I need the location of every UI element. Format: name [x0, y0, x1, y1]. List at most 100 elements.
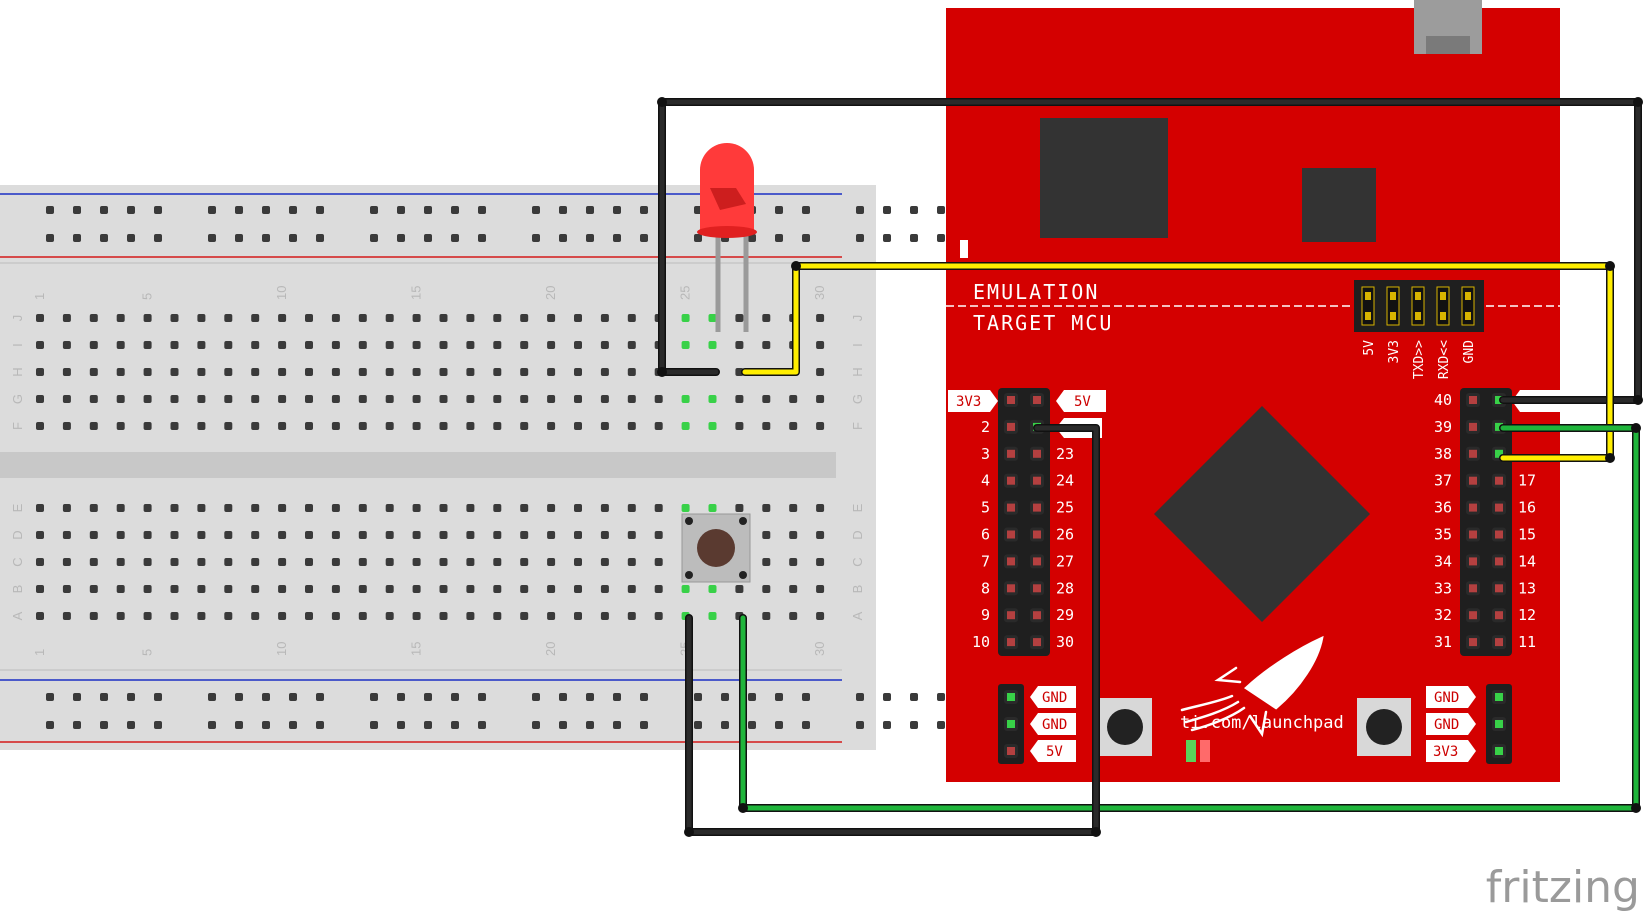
breadboard-hole [493, 504, 502, 512]
breadboard-hole [721, 721, 729, 729]
tag-5v-bl-label: 5V [1046, 744, 1063, 760]
breadboard-hole [748, 234, 756, 242]
row-letter: H [10, 367, 25, 376]
breadboard-hole [278, 504, 287, 512]
breadboard-hole [762, 504, 771, 512]
breadboard-hole [89, 585, 98, 593]
wire-yellow-led-signal[interactable] [742, 263, 1613, 461]
breadboard-hole [251, 314, 260, 322]
breadboard-hole [439, 341, 448, 349]
breadboard-hole [735, 314, 744, 322]
bottom-left-power-header: GND GND 5V [998, 684, 1076, 764]
breadboard-hole [100, 206, 108, 214]
breadboard-hole [412, 314, 421, 322]
breadboard-hole [385, 368, 394, 376]
breadboard-hole [305, 314, 313, 322]
breadboard-hole [397, 721, 405, 729]
breadboard-hole [520, 395, 529, 403]
user-button-right[interactable] [1357, 698, 1411, 756]
breadboard-hole [493, 395, 502, 403]
breadboard-hole [424, 693, 432, 701]
breadboard-hole [208, 206, 216, 214]
header-pin-contact [1007, 611, 1015, 620]
breadboard-hole [170, 314, 179, 322]
header-pin-contact [1469, 396, 1477, 404]
breadboard-hole [762, 314, 771, 322]
breadboard-hole [775, 206, 783, 214]
column-number-top: 15 [409, 286, 424, 300]
right-pin-number: 33 [1434, 579, 1452, 597]
jumper-label: GND [1462, 340, 1477, 364]
breadboard-hole [89, 422, 98, 430]
right-pin-number: 39 [1434, 418, 1452, 436]
breadboard-hole [559, 234, 567, 242]
breadboard-hole [331, 314, 340, 322]
breadboard-hole [681, 585, 690, 593]
header-pin-contact [1007, 422, 1015, 431]
jumper-pin [1390, 292, 1396, 300]
breadboard-hole [735, 368, 744, 376]
header-pin-contact [1033, 476, 1041, 485]
breadboard-hole [278, 422, 287, 430]
right-pin-number: 40 [1434, 391, 1452, 409]
breadboard-hole [385, 585, 394, 593]
reset-button-left[interactable] [1098, 698, 1152, 756]
breadboard-hole [613, 206, 621, 214]
led-rim [697, 226, 757, 238]
breadboard-hole [197, 585, 206, 593]
breadboard-hole [89, 368, 98, 376]
status-led-green [1186, 740, 1196, 762]
breadboard-hole [439, 395, 448, 403]
breadboard-hole [856, 206, 864, 214]
breadboard-hole [100, 693, 108, 701]
breadboard-hole [412, 422, 421, 430]
wire-bend [1633, 395, 1643, 405]
breadboard-hole [154, 206, 162, 214]
breadboard-hole [600, 585, 609, 593]
breadboard-hole [170, 504, 179, 512]
left-pin-number-inner: 25 [1056, 499, 1074, 517]
breadboard-hole [439, 504, 448, 512]
left-pin-number-inner: 23 [1056, 445, 1074, 463]
breadboard-hole [62, 558, 71, 566]
breadboard-hole [708, 422, 717, 430]
row-letter: J [850, 315, 865, 322]
breadboard-hole [937, 693, 945, 701]
breadboard-hole [143, 314, 152, 322]
breadboard-hole [816, 368, 825, 376]
breadboard-hole [559, 206, 567, 214]
breadboard-hole [439, 314, 448, 322]
breadboard-hole [520, 612, 529, 620]
breadboard-hole [586, 234, 594, 242]
breadboard-hole [36, 368, 44, 376]
breadboard-hole [331, 341, 340, 349]
breadboard-hole [385, 504, 394, 512]
breadboard-hole [370, 234, 378, 242]
breadboard-hole [735, 504, 744, 512]
breadboard-hole [385, 531, 394, 539]
breadboard-hole [170, 585, 179, 593]
breadboard-hole [640, 721, 648, 729]
led-die [710, 188, 746, 210]
breadboard-hole [748, 721, 756, 729]
tag-gnd-br-2 [1426, 713, 1476, 735]
header-pin-contact [1007, 557, 1015, 566]
breadboard-hole [143, 341, 152, 349]
breadboard-hole [143, 368, 152, 376]
breadboard-hole [762, 612, 771, 620]
breadboard-hole [439, 585, 448, 593]
header-pin-contact [1033, 503, 1041, 512]
push-button-component[interactable] [681, 513, 751, 583]
breadboard-hole [439, 422, 448, 430]
wire-bend [684, 827, 694, 837]
breadboard-hole [116, 314, 125, 322]
breadboard-hole [143, 395, 152, 403]
breadboard-hole [143, 531, 152, 539]
breadboard-hole [547, 341, 556, 349]
breadboard-hole [816, 395, 825, 403]
breadboard-hole [654, 504, 663, 512]
breadboard-hole [883, 693, 891, 701]
breadboard-hole [478, 206, 486, 214]
breadboard-hole [532, 206, 540, 214]
